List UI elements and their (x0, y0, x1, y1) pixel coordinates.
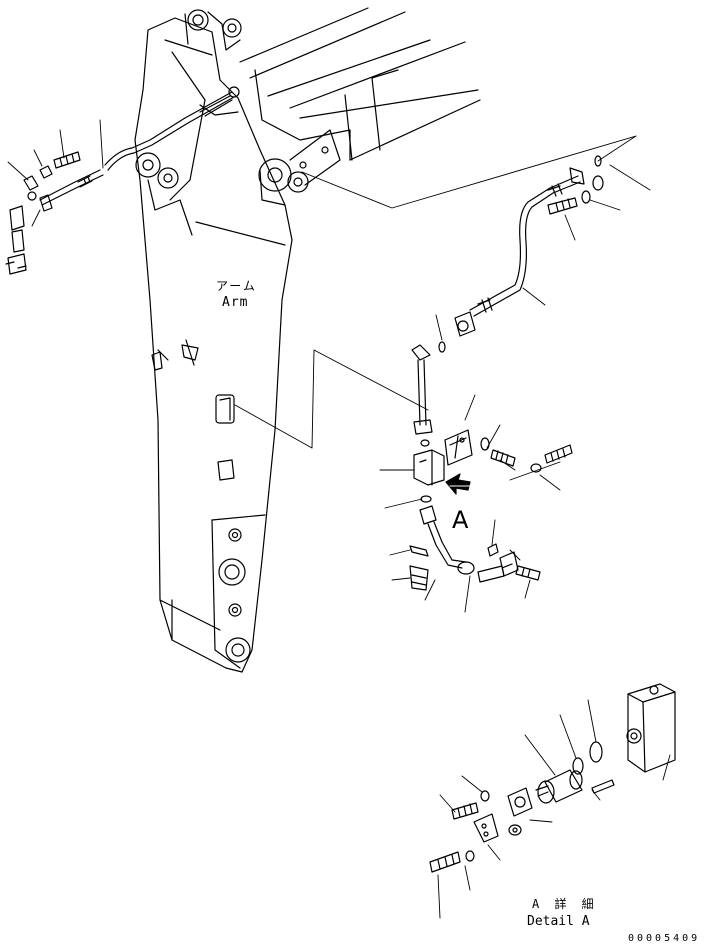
view-a-arrow (446, 474, 470, 494)
arm-label-japanese: アーム (216, 279, 257, 293)
view-a-marker: A (452, 506, 469, 534)
detail-a-title-japanese: A 詳 細 (532, 897, 598, 911)
leader-lines (8, 120, 670, 918)
left-fittings (6, 152, 103, 274)
arm-body (135, 10, 340, 672)
upper-hose (105, 87, 239, 170)
figure-number: 00005409 (628, 933, 701, 944)
boom (240, 8, 480, 160)
right-hose (439, 156, 603, 352)
arm-label-english: Arm (222, 295, 249, 310)
detail-a-parts (430, 684, 675, 872)
detail-a-title-english: Detail A (527, 914, 590, 929)
valve-assembly (410, 345, 572, 590)
